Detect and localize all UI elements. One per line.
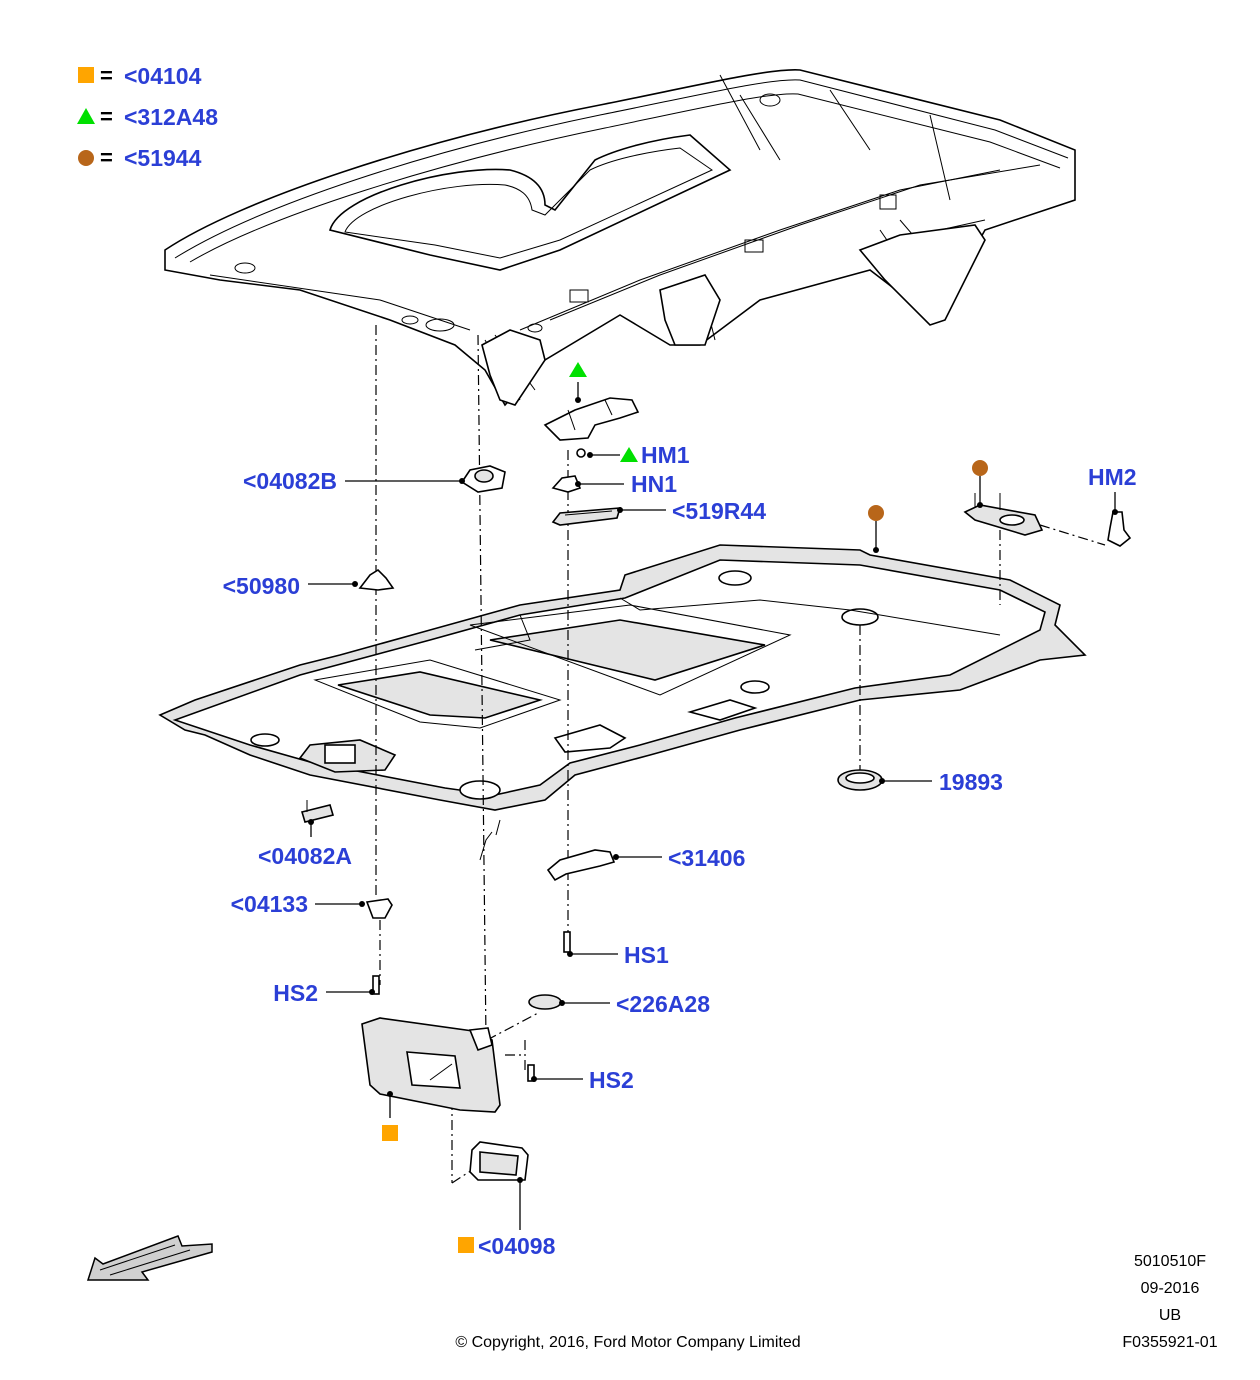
callout-226A28: <226A28 bbox=[616, 991, 710, 1017]
legend-label-triangle: <312A48 bbox=[124, 104, 218, 130]
front-direction-arrow-icon bbox=[86, 1235, 213, 1281]
callout-04082A: <04082A bbox=[258, 843, 352, 869]
lamp-519R44 bbox=[551, 507, 622, 526]
visor-bracket-04133 bbox=[365, 898, 393, 919]
callout-519R44: <519R44 bbox=[672, 498, 766, 524]
cap-226A28 bbox=[528, 994, 562, 1010]
triangle-marker-icon bbox=[620, 447, 638, 462]
callout-hs1: HS1 bbox=[624, 942, 669, 968]
callout-31406: <31406 bbox=[668, 845, 745, 871]
callout-04098: <04098 bbox=[478, 1233, 556, 1259]
screw-HS2-left bbox=[372, 975, 380, 995]
legend-equals: = bbox=[100, 63, 113, 88]
headliner-illustration bbox=[158, 544, 1087, 811]
sun-visor-04104 bbox=[361, 1017, 501, 1113]
callout-hm2: HM2 bbox=[1088, 464, 1137, 490]
screw-HS1 bbox=[563, 931, 571, 953]
legend: = <04104 = <312A48 = <51944 bbox=[77, 63, 218, 171]
callout-50980: <50980 bbox=[223, 573, 300, 599]
callout-04133: <04133 bbox=[231, 891, 308, 917]
square-marker-icon bbox=[382, 1125, 398, 1141]
diagram-region: UB bbox=[1159, 1307, 1181, 1324]
square-marker-icon bbox=[458, 1237, 474, 1253]
callout-hs2-right: HS2 bbox=[589, 1067, 634, 1093]
bracket-312A48 bbox=[543, 397, 640, 458]
grab-handle-31406 bbox=[546, 849, 616, 882]
callout-04082B: <04082B bbox=[243, 468, 337, 494]
bracket-51944 bbox=[963, 493, 1044, 536]
callout-hs2-left: HS2 bbox=[273, 980, 318, 1006]
callout-labels: <04082B <50980 <04082A <04133 HS2 HM1 HN… bbox=[223, 442, 1137, 1259]
grommet-19893 bbox=[837, 769, 883, 791]
pushpin-HM2 bbox=[1107, 511, 1132, 547]
screw-HS2-right bbox=[527, 1064, 535, 1082]
lamp-04082A bbox=[300, 800, 335, 823]
callout-hn1: HN1 bbox=[631, 471, 677, 497]
diagram-code: 5010510F bbox=[1134, 1253, 1206, 1270]
footer: 5010510F 09-2016 UB © Copyright, 2016, F… bbox=[455, 1253, 1217, 1351]
legend-equals: = bbox=[100, 145, 113, 170]
roof-frame-illustration bbox=[164, 69, 1076, 407]
diagram-date: 09-2016 bbox=[1141, 1280, 1200, 1297]
legend-circle-icon bbox=[78, 150, 94, 166]
callout-19893: 19893 bbox=[939, 769, 1003, 795]
alignment-lines bbox=[375, 325, 1106, 1184]
figure-id: F0355921-01 bbox=[1122, 1334, 1217, 1351]
cable-ties bbox=[479, 819, 501, 861]
legend-label-circle: <51944 bbox=[124, 145, 202, 171]
copyright-notice: © Copyright, 2016, Ford Motor Company Li… bbox=[455, 1334, 800, 1351]
circle-marker-icon bbox=[868, 505, 884, 521]
visor-bracket-04082B bbox=[460, 465, 506, 493]
mirror-cover-04098 bbox=[469, 1141, 529, 1181]
legend-label-square: <04104 bbox=[124, 63, 202, 89]
legend-equals: = bbox=[100, 104, 113, 129]
leader-lines bbox=[308, 382, 1118, 1230]
triangle-marker-icon bbox=[569, 362, 587, 377]
legend-square-icon bbox=[78, 67, 94, 83]
clip-50980 bbox=[358, 568, 395, 591]
markers bbox=[382, 362, 988, 1253]
callout-hm1: HM1 bbox=[641, 442, 690, 468]
circle-marker-icon bbox=[972, 460, 988, 476]
legend-triangle-icon bbox=[77, 108, 95, 124]
